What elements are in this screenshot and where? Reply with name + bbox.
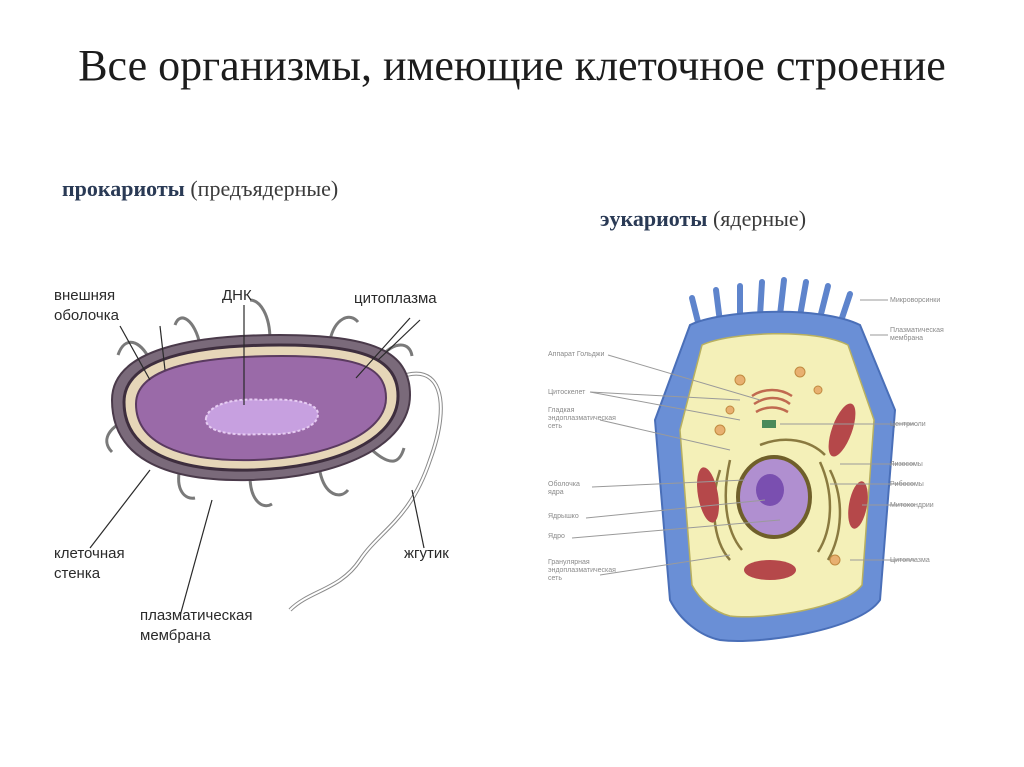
eukaryote-label: Аппарат Гольджи	[548, 351, 604, 358]
microvilli	[689, 277, 853, 333]
eukaryote-label: Гладкая	[548, 407, 575, 414]
eukaryotes-heading: эукариоты (ядерные)	[600, 206, 806, 232]
prokaryotes-note: (предъядерные)	[190, 176, 339, 201]
mitochondrion	[744, 560, 796, 580]
eukaryote-label: эндоплазматическая	[548, 567, 616, 574]
label-plasma-membrane-1: плазматическая	[140, 607, 253, 624]
eukaryote-left-labels: Аппарат ГольджиЦитоскелетГладкаяэндоплаз…	[548, 351, 616, 582]
eukaryote-leaders	[571, 299, 915, 576]
eukaryote-label: Оболочка	[548, 480, 580, 488]
dna-nucleoid	[204, 398, 320, 436]
label-outer-shell-1: внешняя	[54, 287, 115, 304]
prokaryote-cell	[105, 298, 443, 612]
label-plasma-membrane-2: мембрана	[140, 627, 211, 644]
eukaryote-label: Рибосомы	[890, 480, 924, 488]
label-flagellum: жгутик	[404, 545, 449, 562]
mitochondrion	[828, 403, 856, 457]
eukaryote-right-labels: МикроворсинкиПлазматическаямембранаЦентр…	[890, 297, 944, 564]
eukaryote-label: сеть	[548, 575, 562, 582]
eukaryote-label: Ядрышко	[548, 513, 579, 520]
centrioles	[762, 420, 776, 428]
eukaryote-cell	[653, 277, 897, 642]
slide-title: Все организмы, имеющие клеточное строени…	[0, 38, 1024, 94]
eukaryote-label: Микроворсинки	[890, 297, 940, 304]
label-cell-wall-2: стенка	[54, 565, 101, 582]
eukaryote-label: Гранулярная	[548, 559, 590, 566]
mitochondrion	[848, 481, 868, 529]
endoplasmic-reticulum	[712, 438, 842, 561]
prokaryotes-name: прокариоты	[62, 176, 185, 201]
golgi-apparatus	[751, 388, 793, 414]
eukaryote-label: сеть	[548, 423, 562, 430]
eukaryotes-name: эукариоты	[600, 206, 708, 231]
label-dna: ДНК	[222, 287, 252, 304]
eukaryote-label: Плазматическая	[890, 327, 944, 334]
prokaryotes-heading: прокариоты (предъядерные)	[62, 176, 338, 202]
eukaryote-label: Митохондрии	[890, 502, 934, 509]
label-cell-wall-1: клеточная	[54, 545, 125, 562]
eukaryote-label: Цитоскелет	[548, 389, 586, 396]
eukaryote-label: эндоплазматическая	[548, 415, 616, 422]
eukaryote-label: мембрана	[890, 334, 923, 342]
eukaryote-label: Ядро	[548, 533, 565, 540]
eukaryote-label: Лизосомы	[890, 461, 923, 468]
eukaryote-label: Цитоплазма	[890, 557, 930, 564]
eukaryote-label: ядра	[548, 489, 564, 496]
label-cytoplasm: цитоплазма	[354, 290, 437, 307]
label-outer-shell-2: оболочка	[54, 307, 120, 324]
slide-title-text: Все организмы, имеющие клеточное строени…	[78, 41, 946, 90]
lysosomes	[714, 366, 841, 566]
nucleolus	[756, 474, 784, 506]
prokaryote-leaders	[89, 305, 425, 617]
eukaryote-label: Центриоли	[890, 421, 926, 428]
eukaryotes-note: (ядерные)	[712, 206, 807, 231]
